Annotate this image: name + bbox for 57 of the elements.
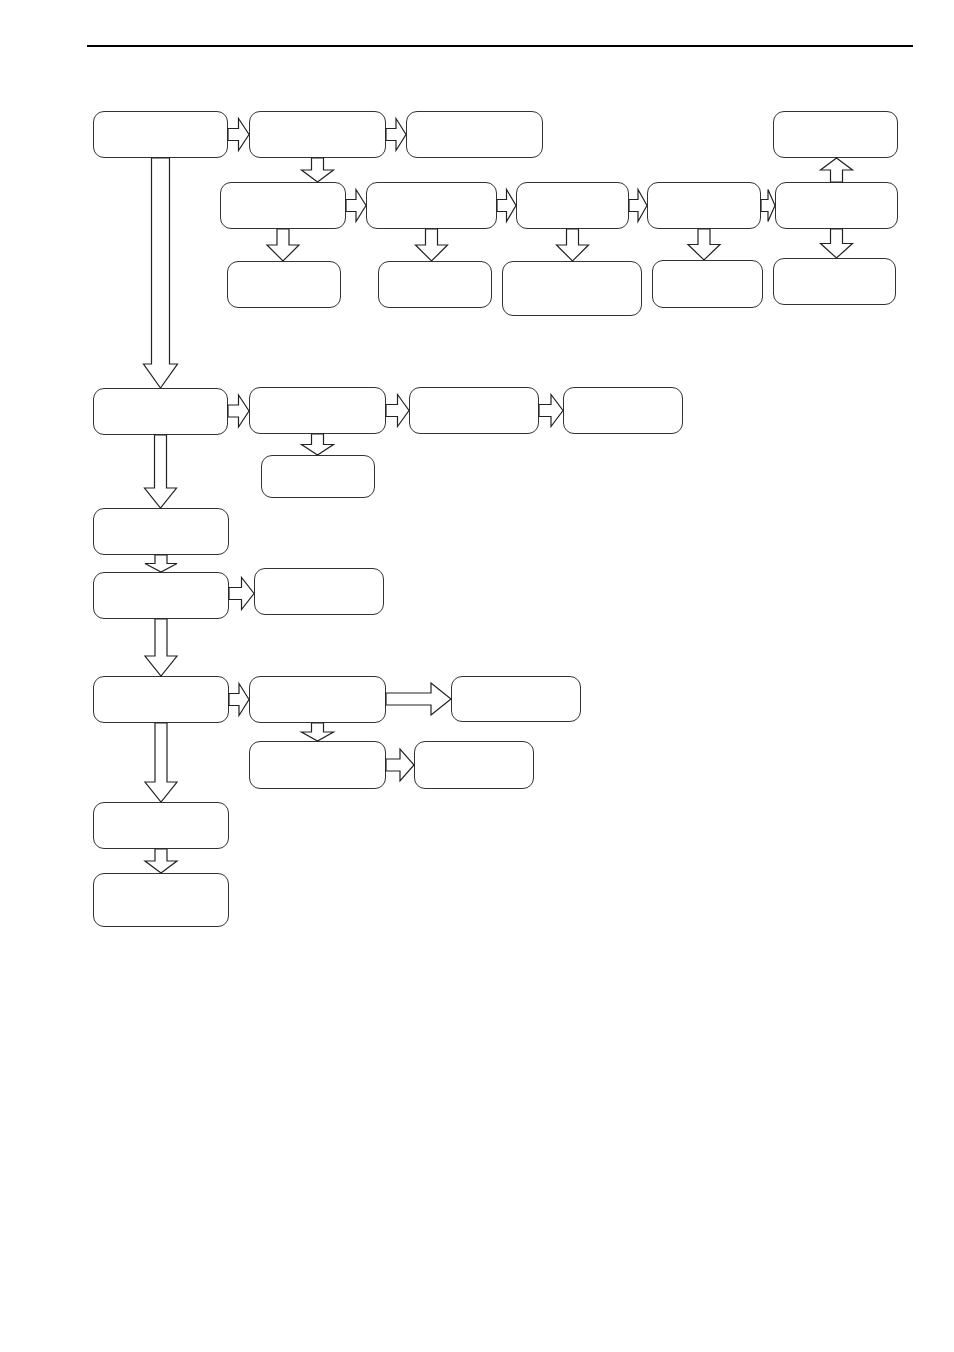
block-arrow: [385, 116, 407, 153]
block-arrow: [385, 747, 415, 783]
rounded-box: [249, 676, 386, 723]
block-arrow: [414, 228, 449, 262]
block-arrow: [628, 187, 648, 224]
block-arrow: [228, 681, 250, 718]
rounded-box: [93, 388, 228, 435]
block-arrow: [144, 554, 178, 573]
block-arrow: [299, 722, 336, 742]
block-arrow: [686, 228, 722, 261]
rounded-box: [249, 111, 386, 158]
block-arrow: [818, 228, 855, 259]
rounded-box: [93, 508, 229, 555]
rounded-box: [451, 676, 581, 722]
block-arrow: [143, 618, 179, 677]
block-arrow: [143, 722, 179, 803]
block-arrow: [142, 157, 179, 390]
block-arrow: [299, 433, 336, 456]
rounded-box: [93, 572, 229, 619]
rounded-box: [563, 387, 683, 434]
block-arrow: [555, 228, 590, 262]
rounded-box: [409, 387, 539, 434]
block-arrow: [143, 434, 178, 509]
block-arrow: [227, 393, 250, 429]
rounded-box: [254, 568, 384, 615]
block-arrow: [227, 116, 250, 153]
rounded-box: [93, 111, 228, 158]
rounded-box: [652, 260, 763, 308]
block-arrow: [143, 848, 179, 874]
rounded-box: [227, 261, 341, 308]
block-arrow: [228, 575, 255, 612]
rounded-box: [93, 802, 229, 849]
block-arrow: [299, 157, 336, 183]
block-arrow: [265, 228, 301, 262]
block-arrow: [385, 681, 452, 717]
block-arrow: [496, 187, 517, 224]
rounded-box: [93, 676, 229, 723]
rounded-box: [249, 387, 386, 434]
rounded-box: [773, 111, 898, 158]
rounded-box: [378, 261, 492, 308]
rounded-box: [406, 111, 543, 158]
rounded-box: [220, 182, 346, 229]
rounded-box: [93, 873, 229, 927]
rounded-box: [647, 182, 761, 229]
block-arrow: [385, 392, 410, 429]
rounded-box: [414, 741, 534, 789]
rounded-box: [775, 182, 898, 229]
rounded-box: [261, 455, 375, 498]
block-arrow: [538, 392, 564, 429]
rounded-box: [502, 261, 642, 316]
rounded-box: [516, 182, 629, 229]
block-arrow: [760, 188, 776, 223]
block-arrow: [818, 157, 855, 183]
rounded-box: [366, 182, 497, 229]
rounded-box: [249, 741, 386, 789]
block-arrow: [345, 187, 367, 224]
rounded-box: [773, 258, 896, 305]
